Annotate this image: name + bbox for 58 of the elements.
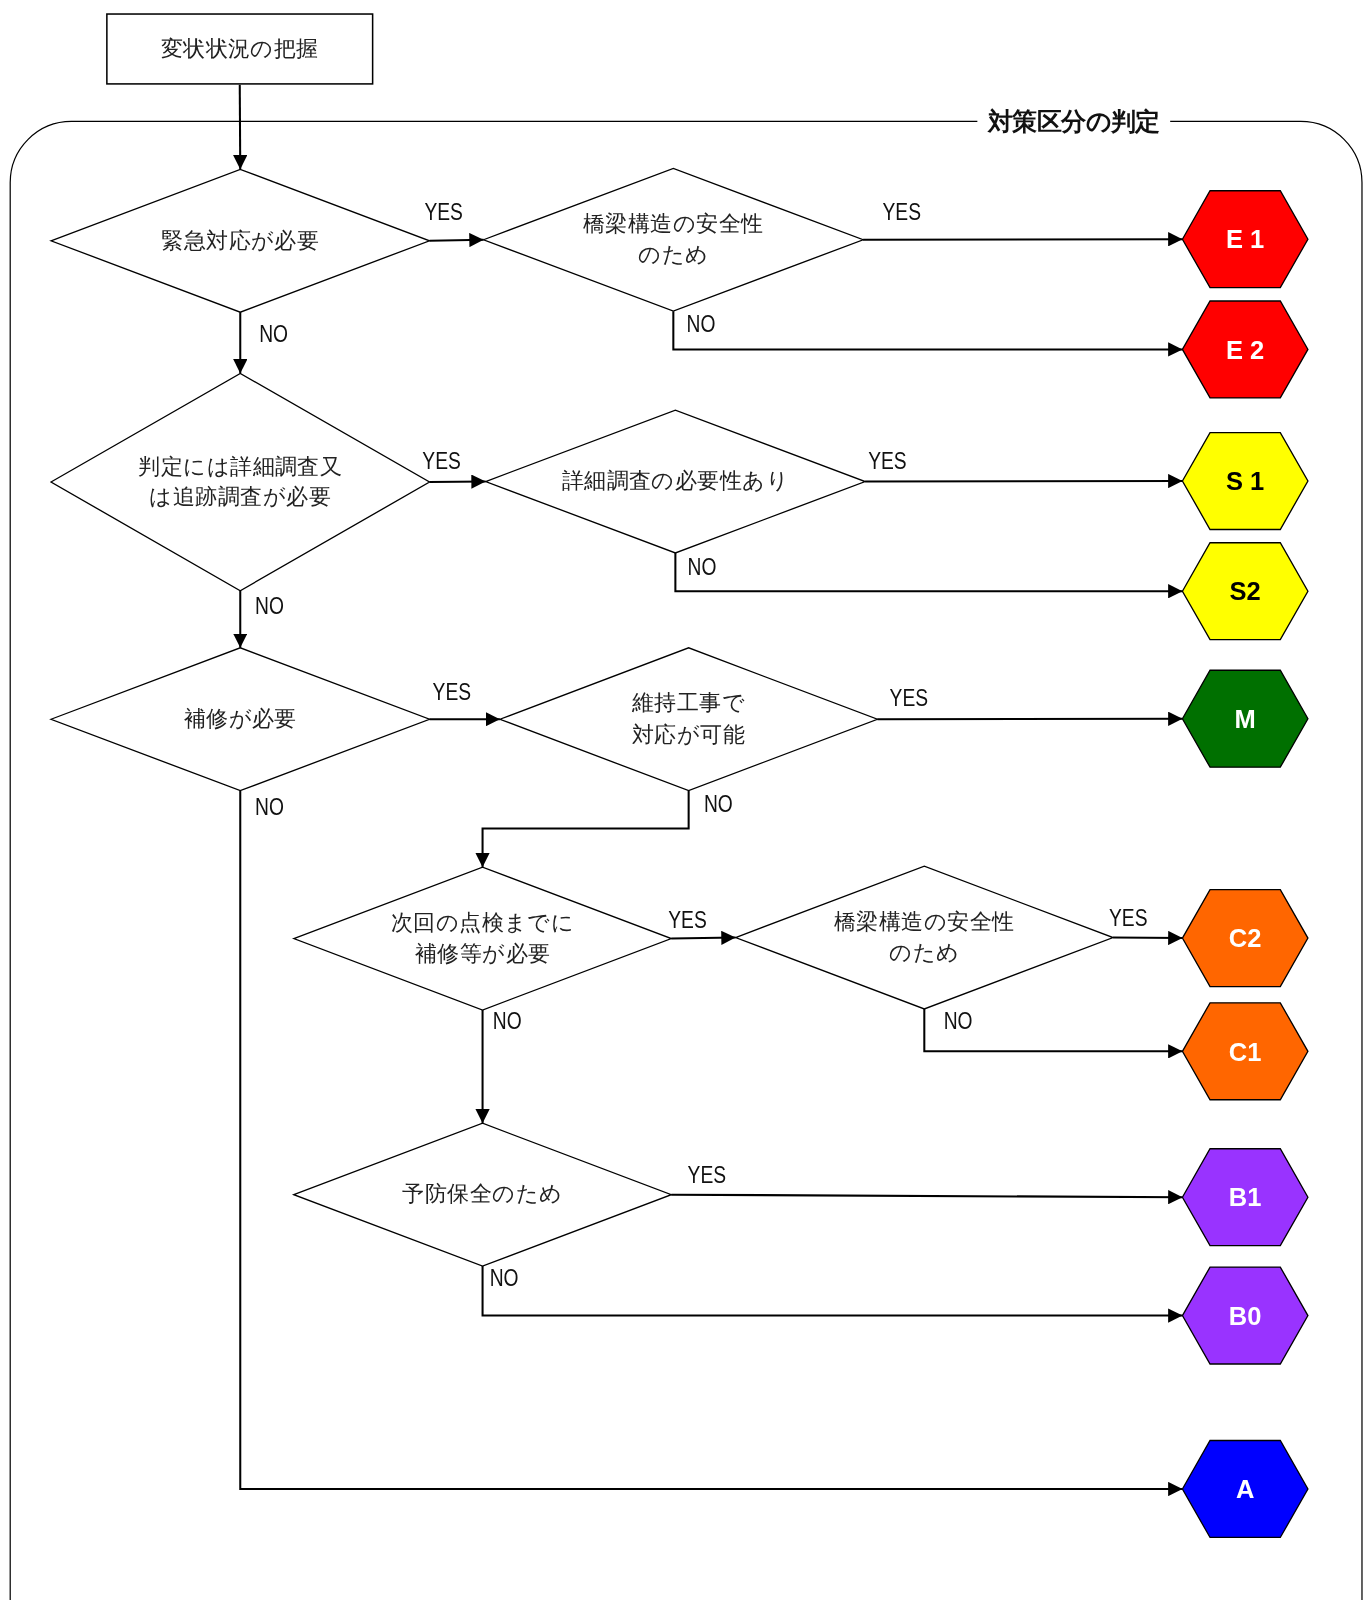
arrow bbox=[674, 552, 1183, 599]
arrow bbox=[475, 1010, 490, 1124]
group-title: 対策区分の判定 bbox=[977, 105, 1171, 138]
category-label: M bbox=[1234, 702, 1256, 735]
edge-label: NO bbox=[686, 310, 716, 338]
arrow bbox=[865, 473, 1183, 489]
edge-label: YES bbox=[687, 1162, 727, 1190]
category-label: E 2 bbox=[1226, 333, 1265, 366]
arrow bbox=[429, 474, 486, 489]
edge-label: YES bbox=[424, 198, 463, 227]
arrow bbox=[923, 1009, 1183, 1059]
category-label: C2 bbox=[1228, 922, 1262, 954]
arrow bbox=[233, 590, 248, 648]
edge-label: NO bbox=[255, 793, 284, 822]
arrow bbox=[672, 311, 1183, 357]
category-label: S 1 bbox=[1226, 465, 1265, 497]
edge-label: YES bbox=[868, 447, 907, 476]
node-text: 詳細調査の必要性あり bbox=[560, 466, 791, 496]
edge-label: NO bbox=[259, 320, 288, 348]
node-text: 橋梁構造の安全性のため bbox=[833, 907, 1016, 968]
arrow bbox=[429, 232, 484, 248]
edge-label: YES bbox=[432, 678, 472, 706]
node-text: 補修が必要 bbox=[182, 704, 298, 734]
edge-label: NO bbox=[687, 553, 717, 582]
category-label: S2 bbox=[1229, 575, 1261, 607]
edge-label: YES bbox=[882, 198, 921, 227]
arrow bbox=[481, 1266, 1183, 1323]
edge-label: NO bbox=[943, 1007, 973, 1036]
edge-label: YES bbox=[668, 906, 707, 935]
category-label: E 1 bbox=[1226, 223, 1265, 255]
arrow bbox=[233, 84, 248, 170]
category-label: C1 bbox=[1228, 1035, 1262, 1068]
arrow bbox=[233, 312, 248, 374]
edge-label: YES bbox=[889, 684, 929, 713]
node-text: 維持工事で対応が可能 bbox=[631, 688, 747, 749]
edge-label: NO bbox=[492, 1007, 522, 1036]
edge-label: NO bbox=[703, 790, 733, 819]
edge-label: YES bbox=[422, 447, 461, 476]
arrow bbox=[475, 790, 690, 868]
node-text: 次回の点検までに補修等が必要 bbox=[389, 908, 576, 969]
arrow bbox=[671, 1190, 1183, 1205]
node-text: 緊急対応が必要 bbox=[160, 226, 321, 255]
arrow bbox=[671, 930, 736, 945]
node-text: 変状状況の把握 bbox=[160, 34, 319, 63]
edge-label: YES bbox=[1108, 904, 1148, 933]
node-text: 予防保全のため bbox=[401, 1180, 564, 1209]
category-label: B0 bbox=[1228, 1299, 1262, 1332]
node-text: 判定には詳細調査又は追跡調査が必要 bbox=[137, 451, 344, 512]
arrow bbox=[863, 232, 1183, 247]
arrow bbox=[877, 711, 1183, 726]
node-text: 橋梁構造の安全性のため bbox=[582, 209, 765, 270]
arrow bbox=[1113, 930, 1183, 946]
edge-label: NO bbox=[489, 1265, 519, 1293]
edge-label: NO bbox=[255, 592, 284, 621]
arrow bbox=[429, 712, 500, 727]
arrow bbox=[239, 790, 1183, 1497]
category-label: A bbox=[1235, 1473, 1255, 1505]
category-label: B1 bbox=[1228, 1181, 1262, 1213]
